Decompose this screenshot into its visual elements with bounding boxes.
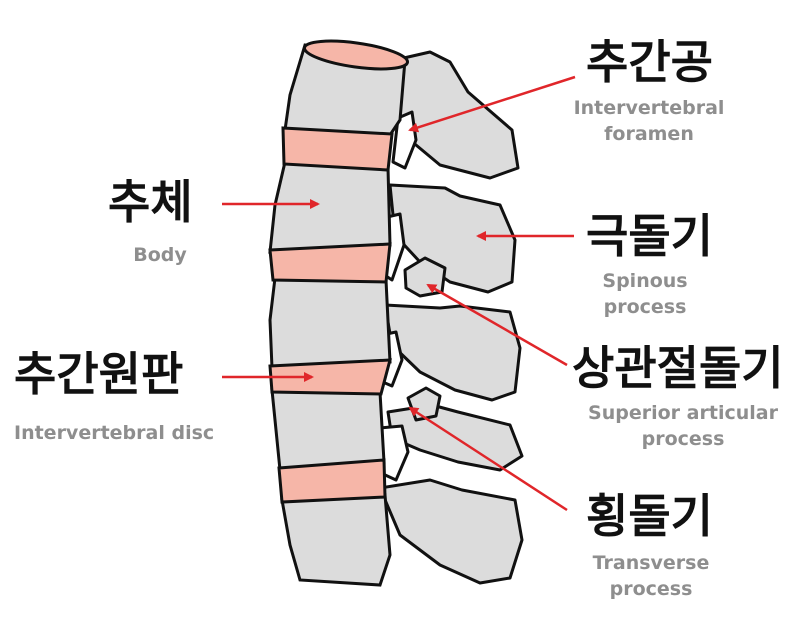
label-superior-articular-process-en-2: process <box>641 428 725 450</box>
label-superior-articular-process-en-1: Superior articular <box>588 402 778 424</box>
label-transverse-process-en-2: process <box>609 578 693 600</box>
label-spinous-process-en-2: process <box>603 296 687 318</box>
articular-process-2 <box>406 386 442 422</box>
vertebral-body-5 <box>280 493 392 587</box>
label-spinous-process-ko: 극돌기 <box>586 209 713 263</box>
label-body-en: Body <box>133 244 187 266</box>
leader-arrows <box>222 75 576 512</box>
label-transverse-process-en-1: Transverse <box>592 552 710 574</box>
label-intervertebral-disc-ko: 추간원판 <box>14 347 184 401</box>
spinous-process-3 <box>383 303 522 402</box>
label-spinous-process-en-1: Spinous <box>602 270 688 292</box>
posterior-elements <box>375 50 524 585</box>
arrow-transverse-process <box>408 406 568 512</box>
arrow-intervertebral-foramen <box>408 75 576 133</box>
disc-4 <box>277 458 387 504</box>
intervertebral-discs <box>268 126 394 504</box>
label-transverse-process-ko: 횡돌기 <box>586 489 713 543</box>
spinous-process-2 <box>388 183 517 294</box>
arrow-superior-articular-process <box>426 283 568 367</box>
vertebral-body-3 <box>268 276 392 370</box>
spinous-process-4 <box>378 478 524 585</box>
disc-3 <box>268 358 392 396</box>
vertebral-body-top-surface <box>302 39 410 71</box>
label-intervertebral-foramen-en-1: Intervertebral <box>573 97 725 119</box>
label-superior-articular-process-ko: 상관절돌기 <box>572 341 784 395</box>
vertebral-body-2 <box>268 160 392 254</box>
label-body-ko: 추체 <box>108 175 193 229</box>
label-intervertebral-disc-en: Intervertebral disc <box>14 422 215 444</box>
disc-1 <box>281 126 394 172</box>
disc-2 <box>268 242 392 284</box>
vertebral-body-4 <box>270 388 386 472</box>
label-intervertebral-foramen-en-2: foramen <box>604 123 694 145</box>
label-intervertebral-foramen-ko: 추간공 <box>586 35 713 89</box>
